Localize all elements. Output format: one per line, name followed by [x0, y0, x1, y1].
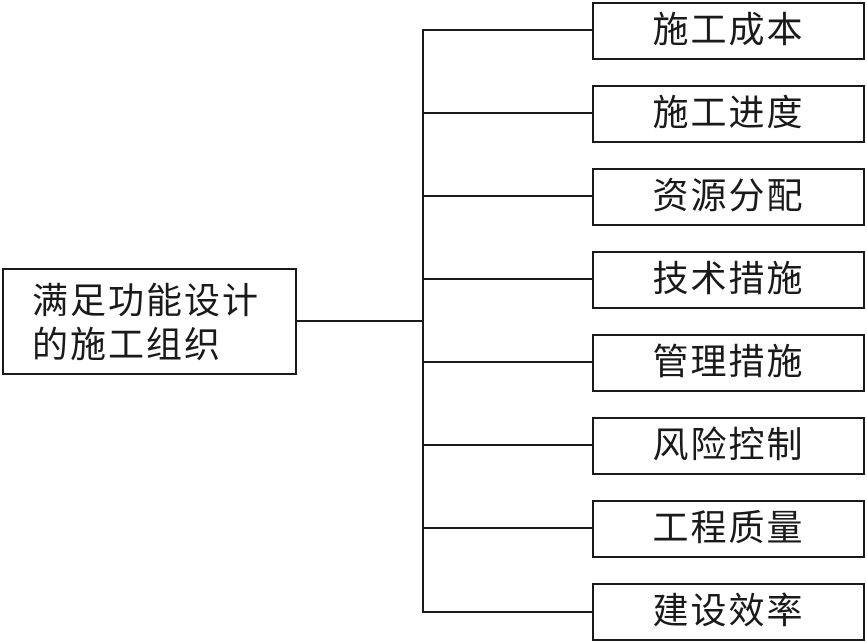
branch-node-risk-control: 风险控制: [592, 417, 865, 475]
branch-node-technical-measures: 技术措施: [592, 251, 865, 309]
root-node: 满足功能设计 的施工组织: [2, 268, 297, 375]
branch-node-resource-allocation: 资源分配: [592, 168, 865, 226]
branch-node-construction-schedule: 施工进度: [592, 85, 865, 143]
root-label-line-1: 满足功能设计: [32, 281, 261, 322]
branch-node-construction-efficiency: 建设效率: [592, 583, 865, 641]
branch-node-management-measures: 管理措施: [592, 334, 865, 392]
branch-node-construction-cost: 施工成本: [592, 2, 865, 60]
root-label-line-2: 的施工组织: [32, 325, 223, 366]
branch-node-engineering-quality: 工程质量: [592, 500, 865, 558]
